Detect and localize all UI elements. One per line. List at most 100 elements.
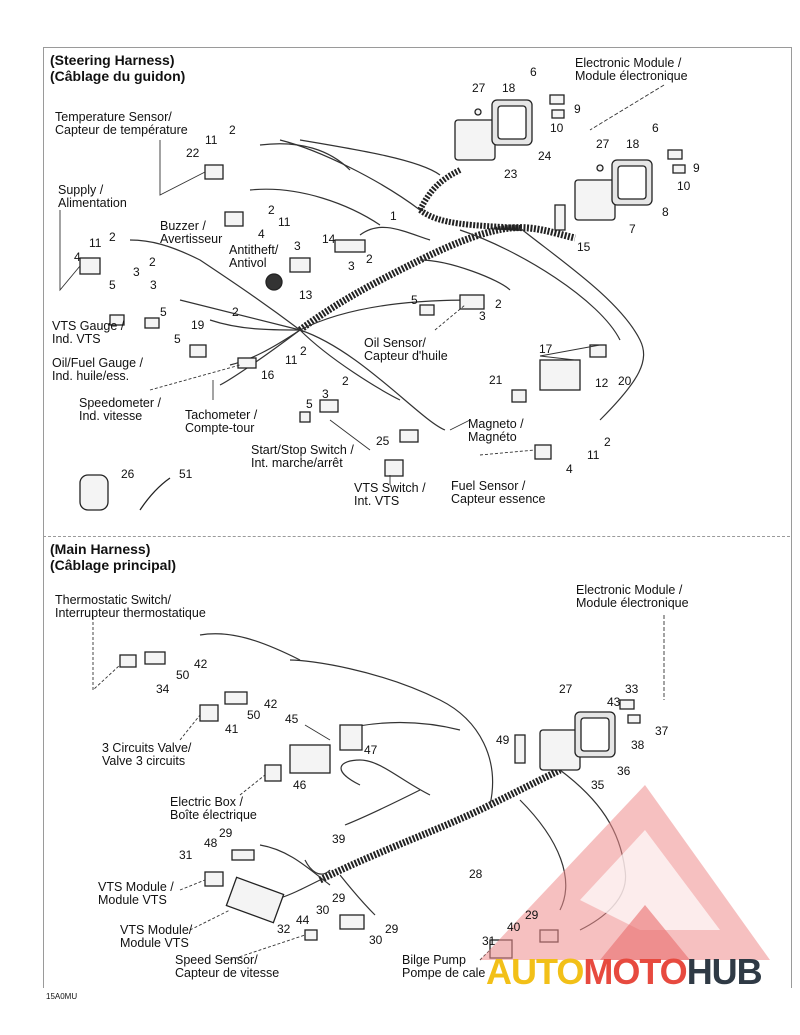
label-electronic-module-fr: Module électronique: [575, 69, 688, 83]
callout-number: 23: [504, 167, 518, 181]
callout-number: 15: [577, 240, 591, 254]
label-temperature-sensor-fr: Capteur de température: [55, 123, 188, 137]
callout-number: 11: [278, 215, 291, 229]
label-vts-switch-en: VTS Switch /: [354, 481, 426, 495]
callout-number: 11: [587, 448, 600, 462]
label-magneto-en: Magneto /: [468, 417, 524, 431]
callout-number: 3: [322, 387, 329, 401]
callout-number: 33: [625, 682, 639, 696]
label-tachometer-en: Tachometer /: [185, 408, 258, 422]
callout-number: 2: [342, 374, 349, 388]
diagram-frame: [43, 47, 792, 988]
callout-number: 1: [390, 209, 397, 223]
steering-title-fr: (Câblage du guidon): [50, 68, 186, 84]
label-tachometer-fr: Compte-tour: [185, 421, 255, 435]
label-buzzer-en: Buzzer /: [160, 219, 206, 233]
footer-code: 15A0MU: [46, 992, 78, 1001]
callout-number: 14: [322, 232, 336, 246]
callout-number: 5: [306, 397, 313, 411]
callout-number: 9: [693, 161, 700, 175]
label-speed-sensor-fr: Capteur de vitesse: [175, 966, 280, 980]
callout-number: 50: [176, 668, 190, 682]
callout-number: 11: [89, 236, 102, 250]
callout-number: 45: [285, 712, 299, 726]
label-vts-module-2-fr: Module VTS: [120, 936, 189, 950]
callout-number: 29: [525, 908, 539, 922]
callout-number: 30: [316, 903, 330, 917]
label-start-stop-switch-fr: Int. marche/arrêt: [251, 456, 343, 470]
label-speedometer-en: Speedometer /: [79, 396, 161, 410]
callout-number: 42: [194, 657, 208, 671]
watermark-auto: AUTO: [486, 951, 584, 992]
label-bilge-pump-en: Bilge Pump: [402, 953, 466, 967]
callout-number: 2: [229, 123, 236, 137]
callout-number: 37: [655, 724, 669, 738]
callout-number: 40: [507, 920, 521, 934]
watermark-moto: MOTO: [583, 951, 687, 992]
callout-number: 31: [179, 848, 193, 862]
callout-number: 27: [472, 81, 486, 95]
callout-number: 16: [261, 368, 275, 382]
label-buzzer-fr: Avertisseur: [160, 232, 223, 246]
callout-number: 21: [489, 373, 503, 387]
callout-number: 42: [264, 697, 278, 711]
callout-number: 27: [596, 137, 610, 151]
callout-number: 46: [293, 778, 307, 792]
main-title-fr: (Câblage principal): [50, 557, 177, 573]
callout-number: 2: [495, 297, 502, 311]
label-magneto-fr: Magnéto: [468, 430, 517, 444]
callout-number: 4: [258, 227, 265, 241]
label-temperature-sensor-en: Temperature Sensor/: [55, 110, 172, 124]
callout-number: 44: [296, 913, 310, 927]
callout-number: 27: [559, 682, 573, 696]
label-electric-box-en: Electric Box /: [170, 795, 243, 809]
section-divider: [43, 536, 790, 537]
label-oil-sensor-fr: Capteur d'huile: [364, 349, 448, 363]
callout-number: 11: [205, 133, 218, 147]
callout-number: 29: [385, 922, 399, 936]
label-vts-module-1-fr: Module VTS: [98, 893, 167, 907]
callout-number: 5: [174, 332, 181, 346]
callout-number: 25: [376, 434, 390, 448]
label-main-electronic-module-fr: Module électronique: [576, 596, 689, 610]
label-oil-sensor-en: Oil Sensor/: [364, 336, 426, 350]
callout-number: 20: [618, 374, 632, 388]
watermark-logo-shape: [480, 785, 770, 960]
callout-number: 49: [496, 733, 510, 747]
callout-number: 2: [366, 252, 373, 266]
label-oilfuel-gauge-fr: Ind. huile/ess.: [52, 369, 130, 383]
callout-number: 3: [150, 278, 157, 292]
label-main-electronic-module-en: Electronic Module /: [576, 583, 683, 597]
callout-number: 29: [219, 826, 233, 840]
callout-number: 7: [629, 222, 636, 236]
callout-number: 4: [74, 250, 81, 264]
callout-number: 26: [121, 467, 135, 481]
callout-number: 34: [156, 682, 170, 696]
label-antitheft-en: Antitheft/: [229, 243, 279, 257]
callout-number: 18: [626, 137, 640, 151]
callout-number: 12: [595, 376, 609, 390]
label-speedometer-fr: Ind. vitesse: [79, 409, 143, 423]
callout-number: 5: [109, 278, 116, 292]
callout-number: 3: [348, 259, 355, 273]
callout-number: 3: [294, 239, 301, 253]
label-vts-module-1-en: VTS Module /: [98, 880, 174, 894]
callout-number: 17: [539, 342, 553, 356]
callout-number: 51: [179, 467, 193, 481]
callout-number: 39: [332, 832, 346, 846]
callout-number: 18: [502, 81, 516, 95]
steering-title-en: (Steering Harness): [50, 52, 175, 68]
callout-number: 24: [538, 149, 552, 163]
callout-number: 3: [479, 309, 486, 323]
callout-number: 5: [160, 305, 167, 319]
callout-number: 5: [411, 293, 418, 307]
callout-number: 35: [591, 778, 605, 792]
label-fuel-sensor-en: Fuel Sensor /: [451, 479, 526, 493]
callout-number: 2: [268, 203, 275, 217]
callout-number: 41: [225, 722, 239, 736]
callout-number: 48: [204, 836, 218, 850]
label-vts-switch-fr: Int. VTS: [354, 494, 400, 508]
label-3-circuits-valve-en: 3 Circuits Valve/: [102, 741, 192, 755]
label-start-stop-switch-en: Start/Stop Switch /: [251, 443, 354, 457]
